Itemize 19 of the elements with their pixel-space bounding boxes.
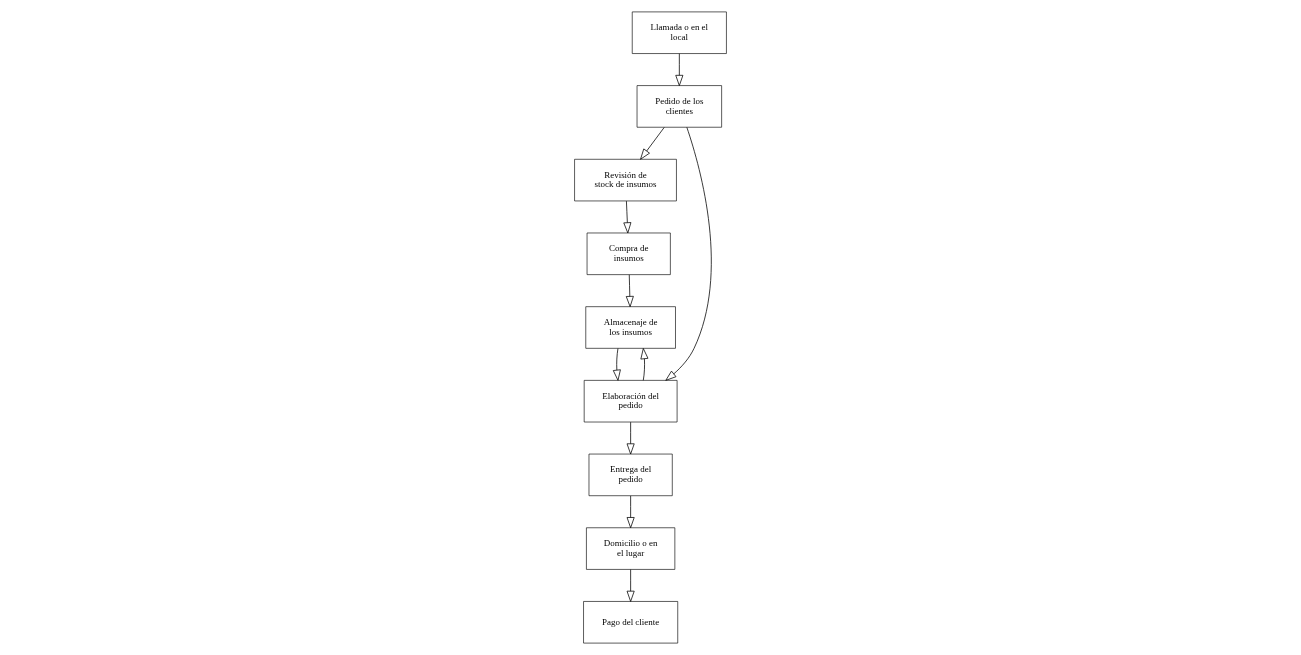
node-box: Pedido de los clientes [636, 85, 722, 128]
arrow [626, 421, 635, 455]
arrow [626, 569, 635, 602]
node-box: Pago del cliente [583, 601, 679, 644]
arrow [640, 127, 665, 160]
arrow [626, 495, 635, 529]
node-box: Compra de insumos [586, 232, 671, 275]
node-box: Elaboración del pedido [583, 380, 678, 423]
node-box: Domicilio o en el lugar [586, 527, 676, 570]
arrow [625, 274, 634, 308]
arrow [665, 127, 712, 381]
node-box: Revisión de stock de insumos [574, 158, 677, 202]
arrow [640, 348, 649, 381]
arrow [612, 348, 621, 381]
node-box: Llamada o en el local [631, 11, 727, 54]
node-box: Entrega del pedido [588, 453, 673, 497]
arrow [675, 53, 684, 86]
arrow [623, 200, 632, 234]
node-box: Almacenaje de los insumos [585, 306, 676, 349]
